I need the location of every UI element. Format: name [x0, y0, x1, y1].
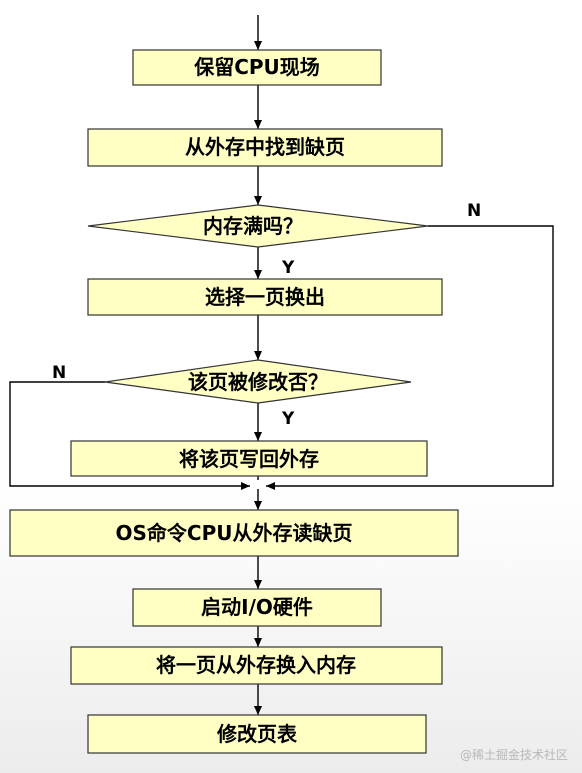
arrow-modified-no: [9, 381, 250, 490]
decision-memory-full: 内存满吗？: [87, 204, 429, 248]
node-os-read-label: OS命令CPU从外存读缺页: [116, 521, 353, 545]
node-write-back: 将该页写回外存: [70, 440, 428, 477]
node-find-page: 从外存中找到缺页: [87, 128, 443, 167]
node-select-page: 选择一页换出: [87, 278, 443, 316]
decision-page-modified: 该页被修改否？: [104, 359, 412, 404]
node-save-cpu-label: 保留CPU现场: [193, 55, 320, 79]
node-os-read: OS命令CPU从外存读缺页: [9, 509, 459, 557]
decision-page-modified-label: 该页被修改否？: [188, 370, 328, 394]
watermark-text: @稀土掘金技术社区: [459, 748, 568, 762]
node-update-table: 修改页表: [87, 714, 427, 754]
node-load-page: 将一页从外存换入内存: [70, 646, 443, 685]
node-select-page-label: 选择一页换出: [205, 285, 325, 309]
node-find-page-label: 从外存中找到缺页: [185, 135, 345, 159]
node-start-io-label: 启动I/O硬件: [201, 595, 313, 619]
edge-label-page-modified-no: N: [52, 363, 66, 383]
node-load-page-label: 将一页从外存换入内存: [156, 653, 356, 677]
decision-memory-full-label: 内存满吗？: [203, 214, 303, 238]
node-save-cpu: 保留CPU现场: [132, 49, 382, 86]
connectors: [9, 15, 554, 715]
arrow-full-no: [266, 225, 554, 490]
edge-label-memory-full-no: N: [467, 201, 481, 221]
edge-label-page-modified-yes: Y: [281, 409, 295, 429]
node-start-io: 启动I/O硬件: [132, 588, 382, 627]
edge-label-memory-full-yes: Y: [281, 258, 295, 278]
node-write-back-label: 将该页写回外存: [179, 447, 319, 471]
node-update-table-label: 修改页表: [216, 722, 298, 746]
